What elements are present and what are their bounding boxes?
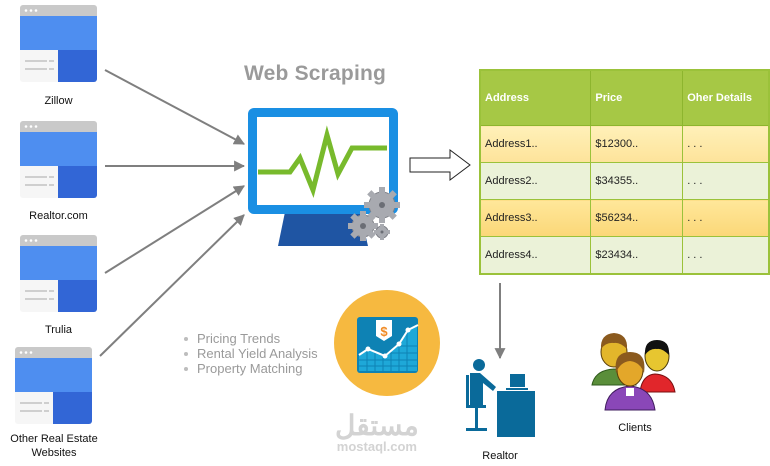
- website-icon: [20, 121, 97, 198]
- watermark: مستقل mostaql.com: [335, 412, 419, 454]
- bullet-item: Property Matching: [182, 361, 318, 376]
- arrow-other-to-scraper: [99, 214, 245, 357]
- cell-price: $12300..: [590, 125, 684, 163]
- source-label-realtor: Realtor.com: [29, 210, 88, 222]
- analytics-bullet-list: Pricing Trends Rental Yield Analysis Pro…: [182, 331, 318, 376]
- website-icon: [20, 235, 97, 312]
- source-label-other: Other Real Estate Websites: [10, 433, 98, 459]
- clients-label: Clients: [618, 422, 652, 434]
- clients-group-icon: [591, 333, 676, 411]
- watermark-arabic: مستقل: [335, 410, 419, 441]
- column-header-address: Address: [479, 69, 592, 126]
- source-label-trulia: Trulia: [44, 324, 73, 336]
- column-header-price: Price: [590, 69, 684, 126]
- table-row: Address4.. $23434.. . . .: [479, 236, 770, 275]
- website-icon: [15, 347, 92, 424]
- realtor-at-desk-icon: [466, 359, 535, 437]
- website-icon: [20, 5, 97, 82]
- monitor-with-gears-icon: [248, 108, 400, 246]
- source-label-zillow: Zillow: [44, 95, 73, 107]
- column-header-other-details: Oher Details: [682, 69, 770, 126]
- cell-details: . . .: [682, 236, 770, 275]
- realtor-label: Realtor: [482, 450, 518, 462]
- cell-price: $23434..: [590, 236, 684, 275]
- cell-details: . . .: [682, 199, 770, 237]
- price-chart-icon: $: [334, 290, 440, 396]
- arrow-scraper-to-table: [409, 149, 471, 181]
- cell-address: Address1..: [479, 125, 592, 163]
- scraped-data-table: Address Price Oher Details Address1.. $1…: [479, 69, 770, 275]
- watermark-domain: mostaql.com: [336, 439, 417, 454]
- arrow-trulia-to-scraper: [104, 185, 245, 274]
- cell-address: Address2..: [479, 162, 592, 200]
- cell-address: Address4..: [479, 236, 592, 275]
- svg-text:$: $: [380, 324, 388, 339]
- table-row: Address1.. $12300.. . . .: [479, 125, 770, 163]
- table-header-row: Address Price Oher Details: [479, 69, 770, 126]
- cell-price: $34355..: [590, 162, 684, 200]
- arrow-zillow-to-scraper: [104, 69, 245, 145]
- bullet-item: Pricing Trends: [182, 331, 318, 346]
- bullet-item: Rental Yield Analysis: [182, 346, 318, 361]
- cell-address: Address3..: [479, 199, 592, 237]
- diagram-title: Web Scraping: [244, 62, 387, 85]
- cell-details: . . .: [682, 162, 770, 200]
- cell-price: $56234..: [590, 199, 684, 237]
- table-row: Address3.. $56234.. . . .: [479, 199, 770, 237]
- table-row: Address2.. $34355.. . . .: [479, 162, 770, 200]
- cell-details: . . .: [682, 125, 770, 163]
